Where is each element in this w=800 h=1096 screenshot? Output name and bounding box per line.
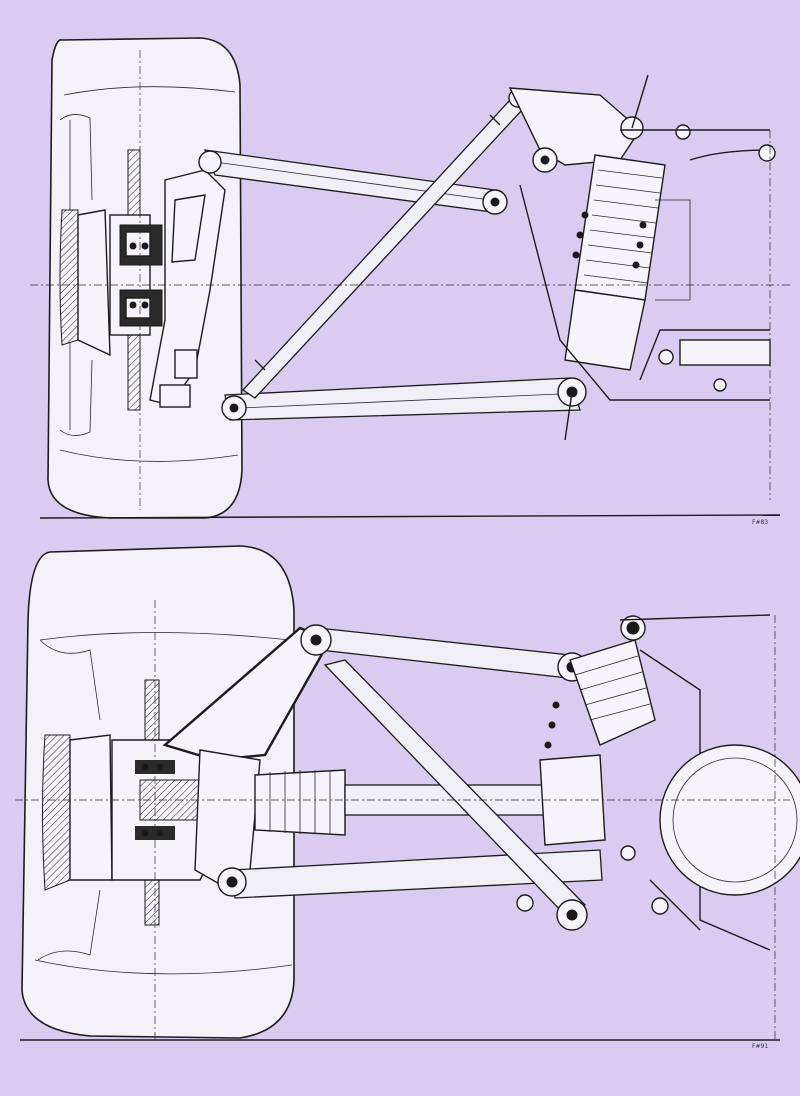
front-chassis-frame — [519, 129, 771, 401]
front-figure-code: F#83 — [752, 519, 768, 526]
rear-figure-code: F#91 — [752, 1043, 768, 1050]
rear-pushrod — [323, 659, 587, 916]
front-lower-wishbone — [224, 377, 581, 421]
rear-shock-absorber — [544, 615, 656, 749]
front-hub — [109, 214, 163, 336]
front-pushrod — [242, 99, 523, 399]
rear-wheel-rim — [42, 734, 71, 891]
front-suspension-drawing: F#83 — [30, 37, 790, 526]
front-shock-absorber — [557, 154, 666, 441]
rear-suspension-drawing: F#91 — [15, 545, 800, 1050]
rear-hub — [111, 739, 216, 881]
front-wheel-rim — [59, 209, 79, 346]
rear-bellhousing — [659, 744, 800, 896]
